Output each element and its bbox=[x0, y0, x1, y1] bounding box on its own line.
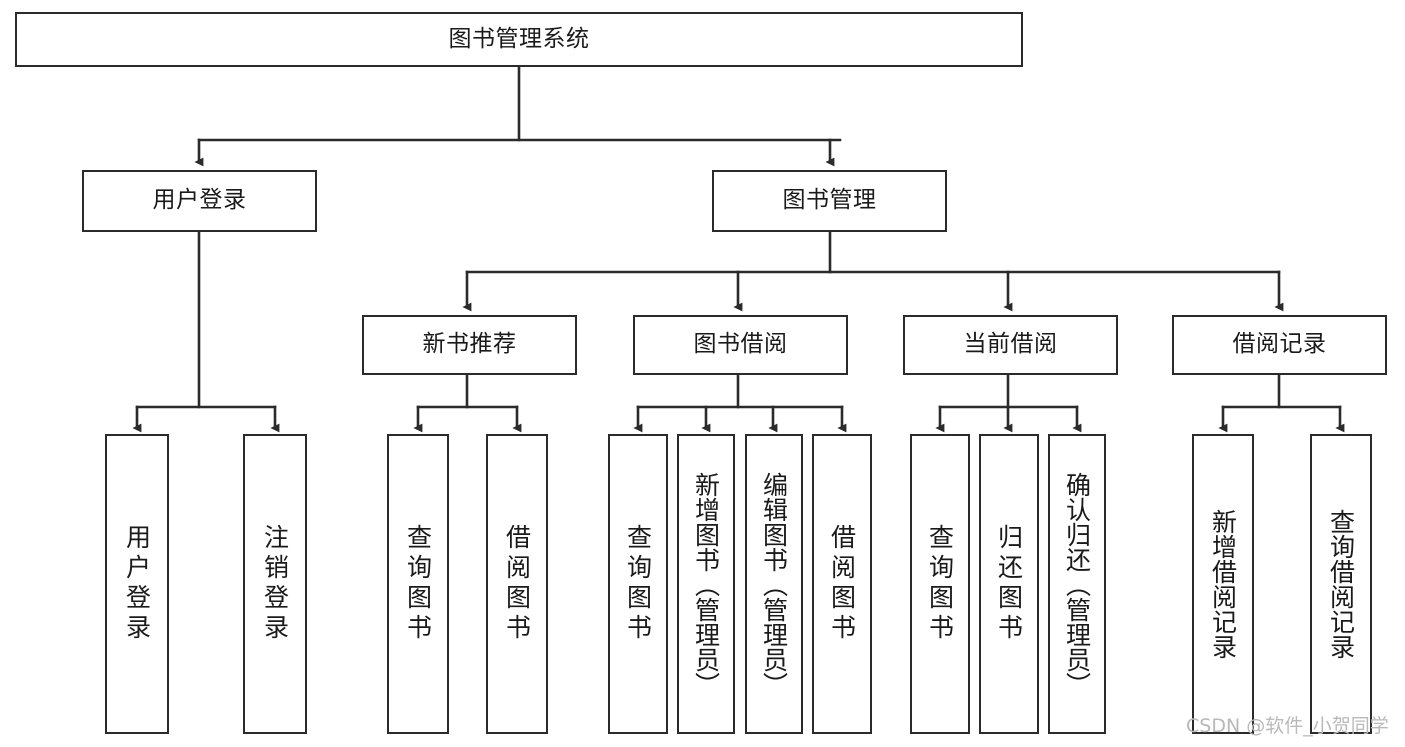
node-book-management[interactable]: 图书管理 bbox=[712, 170, 947, 232]
node-label: 用户登录 bbox=[152, 187, 247, 214]
node-leaf-query-borrow-record[interactable]: 查询借阅记录 bbox=[1310, 434, 1372, 734]
node-leaf-query-book-recommend[interactable]: 查询图书 bbox=[387, 434, 449, 734]
node-label: 图书管理系统 bbox=[448, 25, 590, 52]
node-new-book-recommendation[interactable]: 新书推荐 bbox=[362, 315, 577, 375]
node-leaf-query-book-borrow[interactable]: 查询图书 bbox=[608, 434, 668, 734]
node-book-borrowing[interactable]: 图书借阅 bbox=[633, 315, 848, 375]
node-leaf-add-book-admin[interactable]: 新增图书（管理员） bbox=[677, 434, 735, 734]
node-label: 查询图书 bbox=[925, 524, 955, 644]
node-leaf-return-book[interactable]: 归还图书 bbox=[979, 434, 1039, 734]
node-label: 借阅记录 bbox=[1232, 331, 1327, 358]
node-leaf-confirm-return-admin[interactable]: 确认归还（管理员） bbox=[1048, 434, 1106, 734]
node-label: 借阅图书 bbox=[502, 524, 532, 644]
node-label: 新增借阅记录 bbox=[1208, 509, 1238, 659]
node-label: 借阅图书 bbox=[827, 524, 857, 644]
node-leaf-borrow-book-recommend[interactable]: 借阅图书 bbox=[486, 434, 548, 734]
node-current-borrowing[interactable]: 当前借阅 bbox=[903, 315, 1118, 375]
node-root-book-management-system[interactable]: 图书管理系统 bbox=[15, 12, 1023, 67]
node-leaf-borrow-book[interactable]: 借阅图书 bbox=[812, 434, 872, 734]
node-label: 确认归还（管理员） bbox=[1062, 471, 1092, 697]
node-user-login[interactable]: 用户登录 bbox=[82, 170, 317, 232]
node-label: 编辑图书（管理员） bbox=[759, 471, 789, 697]
node-leaf-add-borrow-record[interactable]: 新增借阅记录 bbox=[1192, 434, 1254, 734]
node-label: 当前借阅 bbox=[963, 331, 1058, 358]
node-borrowing-record[interactable]: 借阅记录 bbox=[1172, 315, 1387, 375]
csdn-watermark: CSDN @软件_小贺同学 bbox=[1186, 715, 1389, 737]
node-label: 查询图书 bbox=[623, 524, 653, 644]
node-label: 查询借阅记录 bbox=[1326, 509, 1356, 659]
node-leaf-query-book-current[interactable]: 查询图书 bbox=[910, 434, 970, 734]
node-leaf-user-login[interactable]: 用户登录 bbox=[105, 434, 169, 734]
node-label: 新增图书（管理员） bbox=[691, 471, 721, 697]
node-label: 用户登录 bbox=[122, 524, 152, 644]
node-label: 新书推荐 bbox=[422, 331, 517, 358]
node-label: 注销登录 bbox=[260, 524, 290, 644]
node-label: 归还图书 bbox=[994, 524, 1024, 644]
node-leaf-logout-login[interactable]: 注销登录 bbox=[243, 434, 307, 734]
node-leaf-edit-book-admin[interactable]: 编辑图书（管理员） bbox=[745, 434, 803, 734]
node-label: 查询图书 bbox=[403, 524, 433, 644]
node-label: 图书借阅 bbox=[693, 331, 788, 358]
node-label: 图书管理 bbox=[782, 187, 877, 214]
